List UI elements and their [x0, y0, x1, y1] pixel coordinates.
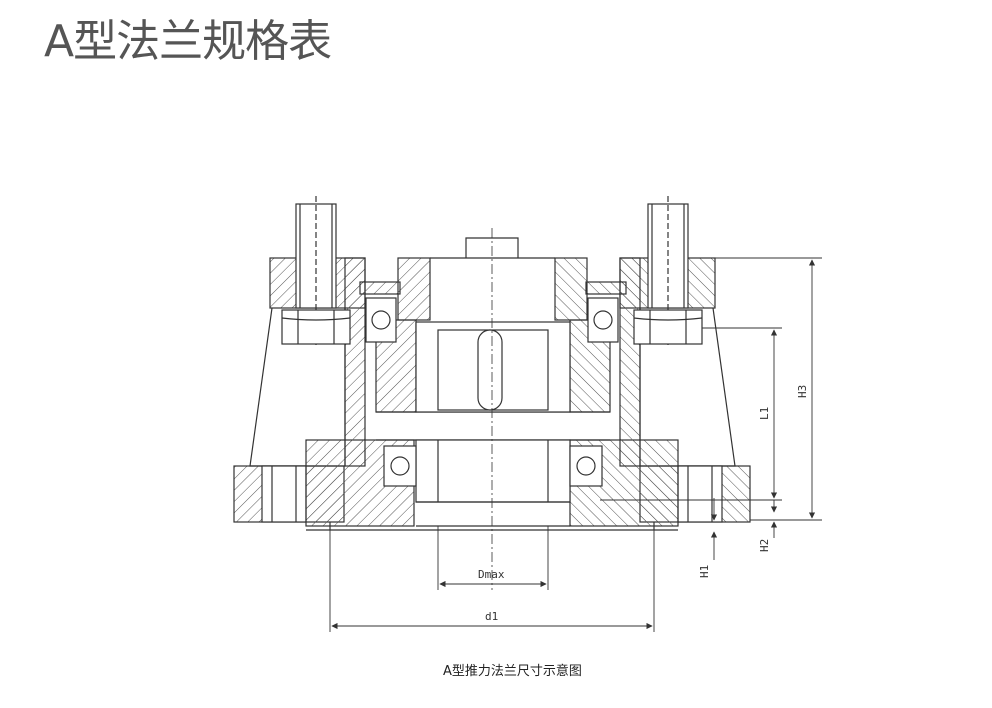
- label-h2: H2: [758, 539, 771, 552]
- label-l1: L1: [758, 407, 771, 420]
- dimension-l1: [600, 327, 782, 501]
- dimension-h3: [715, 257, 822, 521]
- label-h3: H3: [796, 385, 809, 398]
- central-shaft: [415, 237, 571, 527]
- bolt-right: [633, 196, 703, 345]
- label-d1: d1: [485, 610, 498, 623]
- dimension-dmax: [437, 526, 549, 590]
- dimension-d1: [329, 530, 655, 632]
- drawing-caption: A型推力法兰尺寸示意图: [443, 664, 582, 679]
- label-h1: H1: [698, 565, 711, 578]
- bolt-left: [281, 196, 351, 345]
- page-title: A型法兰规格表: [44, 16, 332, 67]
- label-dmax: Dmax: [478, 568, 505, 581]
- bearings: [359, 281, 627, 487]
